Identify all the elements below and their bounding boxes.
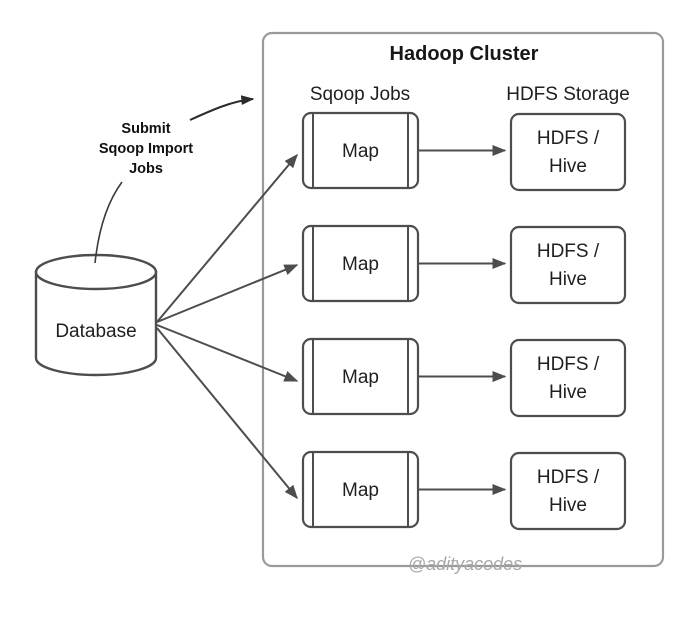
storage-node-label-line1: HDFS / xyxy=(537,128,600,149)
database-cylinder-body xyxy=(34,270,158,377)
storage-node-body xyxy=(509,338,627,418)
pipeline-row: Map HDFS / Hive xyxy=(301,224,627,305)
storage-node[interactable]: HDFS / Hive xyxy=(509,225,627,305)
database-to-map-arrow xyxy=(156,324,299,382)
storage-node-label-line2: Hive xyxy=(549,382,587,403)
storage-node-label-line1: HDFS / xyxy=(537,467,600,488)
callout-line-3: Jobs xyxy=(129,161,163,177)
submit-jobs-arrow xyxy=(189,95,255,121)
pipeline-row: Map HDFS / Hive xyxy=(301,111,627,192)
map-node-label: Map xyxy=(342,480,379,501)
map-node[interactable]: Map xyxy=(301,450,420,529)
cluster-title: Hadoop Cluster xyxy=(390,43,539,65)
callout-leader-line xyxy=(94,181,123,264)
storage-node-label-line2: Hive xyxy=(549,495,587,516)
callout-line-2: Sqoop Import xyxy=(99,141,193,157)
storage-node-body xyxy=(509,225,627,305)
callout-line-1: Submit xyxy=(121,121,170,137)
storage-node-body xyxy=(509,112,627,192)
pipeline-row: Map HDFS / Hive xyxy=(301,450,627,531)
storage-node-label-line2: Hive xyxy=(549,269,587,290)
storage-node-body xyxy=(509,451,627,531)
storage-node-label-line1: HDFS / xyxy=(537,354,600,375)
storage-node[interactable]: HDFS / Hive xyxy=(509,451,627,531)
storage-node-label-line1: HDFS / xyxy=(537,241,600,262)
watermark-label: @adityacodes xyxy=(408,554,522,574)
column-label-hdfs-storage: HDFS Storage xyxy=(506,84,630,105)
storage-node[interactable]: HDFS / Hive xyxy=(509,112,627,192)
submit-jobs-callout: Submit Sqoop Import Jobs xyxy=(99,121,193,177)
pipeline-row: Map HDFS / Hive xyxy=(301,337,627,418)
map-node-label: Map xyxy=(342,367,379,388)
map-node[interactable]: Map xyxy=(301,224,420,303)
database-node[interactable]: Database xyxy=(34,253,158,377)
database-to-map-arrow xyxy=(156,153,298,323)
map-node[interactable]: Map xyxy=(301,337,420,416)
database-to-map-arrow xyxy=(156,264,299,323)
map-node[interactable]: Map xyxy=(301,111,420,190)
map-node-label: Map xyxy=(342,141,379,162)
database-label: Database xyxy=(55,321,136,342)
database-to-map-arrow xyxy=(156,327,298,500)
storage-node[interactable]: HDFS / Hive xyxy=(509,338,627,418)
map-node-label: Map xyxy=(342,254,379,275)
storage-node-label-line2: Hive xyxy=(549,156,587,177)
column-label-sqoop-jobs: Sqoop Jobs xyxy=(310,84,410,105)
database-to-map-arrows xyxy=(156,153,299,500)
